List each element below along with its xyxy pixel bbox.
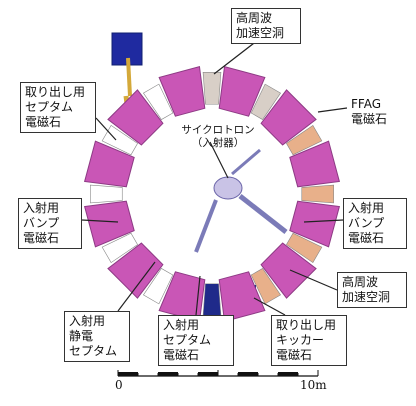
ring-gap-septum-3 xyxy=(286,124,323,156)
leader-line-2 xyxy=(95,117,117,141)
ring-gap-gap-8 xyxy=(142,268,174,305)
label-electrostatic-septum: 入射用 静電 セプタム xyxy=(64,311,130,362)
ring-gap-gap-12 xyxy=(142,83,174,120)
ring-gap-bump-5 xyxy=(286,232,323,264)
ring-gap-septum-4 xyxy=(301,184,334,204)
scale-label-start: 0 xyxy=(115,378,123,392)
ffag-magnet-10 xyxy=(83,140,135,188)
leader-line-7 xyxy=(195,275,201,316)
leader-line-5 xyxy=(289,269,338,291)
leader-line-1 xyxy=(213,39,259,75)
ring-gap-gap-10 xyxy=(90,184,123,204)
leader-line-9 xyxy=(209,141,229,179)
scale-segment-2 xyxy=(158,372,178,376)
scale-segment-4 xyxy=(198,372,218,376)
ffag-magnet-12 xyxy=(158,65,206,117)
scale-segment-6 xyxy=(238,372,258,376)
ffag-magnet-5 xyxy=(260,242,317,299)
injection-line-down xyxy=(194,199,218,253)
label-ffag-magnet: FFAG 電磁石 xyxy=(347,95,407,129)
label-extraction-septum: 取り出し用 セプタム 電磁石 xyxy=(20,82,96,133)
scale-label-end: 10m xyxy=(300,378,327,392)
scale-segment-8 xyxy=(278,372,298,376)
ring-gap-rf-cavity-2 xyxy=(250,83,282,120)
label-injection-bump-left: 入射用 バンプ 電磁石 xyxy=(18,198,82,249)
ring-gap-gap-11 xyxy=(101,124,138,156)
ring-gap-gap-9 xyxy=(101,232,138,264)
leader-line-10 xyxy=(317,107,348,113)
leader-line-3 xyxy=(81,219,119,223)
scale-segment-0 xyxy=(118,372,138,376)
ffag-magnet-11 xyxy=(107,89,164,146)
leader-line-8 xyxy=(253,297,286,316)
label-rf-cavity-top: 高周波 加速空洞 xyxy=(231,8,301,44)
cyclotron-body xyxy=(213,176,243,200)
ring-gap-kicker-7 xyxy=(202,283,222,316)
ffag-magnet-3 xyxy=(289,140,341,188)
label-injection-septum: 入射用 セプタム 電磁石 xyxy=(158,315,234,366)
ring-gap-rf-cavity-1 xyxy=(202,72,222,105)
label-injection-bump-right: 入射用 バンプ 電磁石 xyxy=(343,198,407,249)
leader-line-6 xyxy=(117,261,156,312)
label-rf-cavity-right: 高周波 加速空洞 xyxy=(337,272,407,308)
leader-line-4 xyxy=(303,219,344,223)
label-cyclotron: サイクロトロン （入射器） xyxy=(181,124,255,149)
extraction-beamline xyxy=(126,57,132,97)
ffag-magnet-9 xyxy=(83,200,135,248)
ffag-magnet-4 xyxy=(289,200,341,248)
ffag-magnet-2 xyxy=(260,89,317,146)
injection-line-up xyxy=(231,148,261,176)
label-extraction-kicker: 取り出し用 キッカー 電磁石 xyxy=(271,315,347,366)
injection-line-right xyxy=(238,194,288,234)
ffag-magnet-1 xyxy=(218,65,266,117)
ffag-magnet-7 xyxy=(158,271,206,323)
ffag-magnet-8 xyxy=(107,242,164,299)
